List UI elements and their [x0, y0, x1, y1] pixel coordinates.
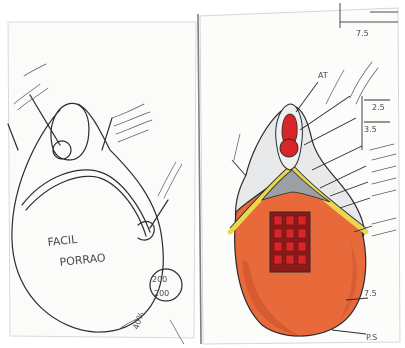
- left-stamp-lower: 200: [154, 289, 169, 298]
- right-dim-mid-2: 3.5: [364, 125, 377, 134]
- right-dim-bottom: 7.5: [364, 289, 377, 298]
- right-top-label: AT: [318, 71, 328, 80]
- left-stamp-upper: 200: [152, 275, 167, 284]
- right-bottom-tag: P.S: [366, 333, 377, 342]
- right-dim-mid-1: 2.5: [372, 103, 385, 112]
- right-dim-top: 7.5: [356, 29, 369, 38]
- right-red-head: [280, 139, 298, 157]
